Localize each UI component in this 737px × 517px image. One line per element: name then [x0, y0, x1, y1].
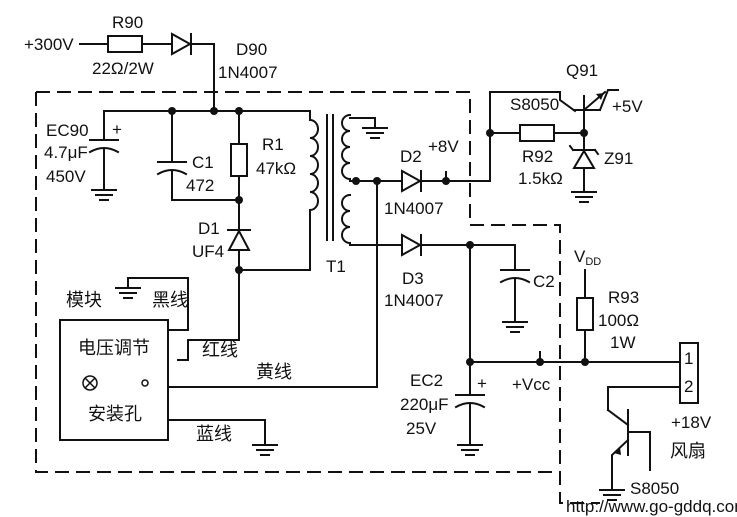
yellow-wire-label: 黄线 — [256, 362, 292, 383]
d1-part: UF4 — [192, 242, 224, 261]
input-branch — [79, 32, 215, 112]
bottom-part-label: S8050 — [630, 479, 679, 498]
q91-part: S8050 — [510, 95, 559, 114]
yellow-wire-line — [167, 180, 378, 388]
z91-zener — [568, 132, 600, 203]
ec2-label: EC2 — [410, 371, 443, 390]
q91-transistor — [573, 89, 619, 134]
ec90-label: EC90 — [46, 121, 89, 140]
ec90-cap: 4.7μF — [44, 143, 88, 162]
c1-label: C1 — [192, 153, 214, 172]
d90-label: D90 — [236, 40, 267, 59]
module-label: 模块 — [66, 290, 102, 311]
r1-value: 47kΩ — [256, 159, 296, 178]
r90-label: R90 — [112, 13, 143, 32]
svg-text:+: + — [477, 374, 487, 393]
r93-label: R93 — [608, 288, 639, 307]
dashed-enclosure — [35, 91, 600, 504]
voltage-module — [59, 277, 278, 456]
svg-text:+: + — [112, 120, 122, 139]
d2-part: 1N4007 — [384, 199, 444, 218]
r90-value: 22Ω/2W — [92, 59, 154, 78]
d90-diode — [171, 32, 193, 56]
url-watermark: http://www.go-gddq.com — [566, 497, 737, 516]
v5-label: +5V — [612, 97, 643, 116]
r92-resistor — [519, 124, 555, 142]
c1-capacitor — [156, 110, 240, 201]
vcc-label: +Vcc — [512, 375, 551, 394]
c1-value: 472 — [186, 176, 214, 195]
module-line3: 安装孔 — [88, 404, 142, 425]
r1-label: R1 — [262, 135, 284, 154]
ec90-capacitor: + — [88, 110, 122, 201]
r92-label: R92 — [522, 147, 553, 166]
blue-wire-label: 蓝线 — [196, 424, 232, 445]
z91-label: Z91 — [604, 149, 633, 168]
module-line1: 电压调节 — [78, 338, 150, 359]
vdd-label: VDD — [574, 247, 601, 268]
pin2-label: 2 — [684, 377, 693, 396]
v300-label: +300V — [24, 35, 74, 54]
pin1-label: 1 — [684, 349, 693, 368]
fan-label: 风扇 — [670, 441, 706, 462]
d1-label: D1 — [198, 219, 220, 238]
black-wire-label: 黑线 — [152, 290, 188, 311]
d3-diode — [401, 233, 531, 363]
ec90-volt: 450V — [46, 167, 86, 186]
d2-label: D2 — [400, 147, 422, 166]
d1-diode — [177, 228, 251, 361]
ec2-volt: 25V — [406, 419, 437, 438]
ec2-capacitor: + — [454, 361, 487, 456]
r1-resistor — [230, 110, 248, 229]
d3-part: 1N4007 — [384, 291, 444, 310]
t1-label: T1 — [326, 257, 346, 276]
ec2-cap: 220μF — [400, 395, 449, 414]
r93-power: 1W — [610, 333, 636, 352]
fan-connector — [679, 342, 699, 404]
r93-resistor — [576, 269, 594, 363]
t1-secondary-windings — [341, 113, 401, 246]
r93-value: 100Ω — [598, 311, 639, 330]
bottom-transistor — [599, 408, 651, 501]
q91-label: Q91 — [566, 61, 598, 80]
c2-label: C2 — [533, 272, 555, 291]
r90-resistor — [107, 35, 143, 53]
d3-label: D3 — [402, 269, 424, 288]
t1-primary-winding — [238, 110, 334, 271]
r92-value: 1.5kΩ — [518, 169, 563, 188]
red-wire-label: 红线 — [202, 340, 238, 361]
d90-part: 1N4007 — [218, 63, 278, 82]
v18-label: +18V — [671, 413, 712, 432]
d2-diode — [401, 132, 521, 193]
v8-label: +8V — [428, 137, 459, 156]
